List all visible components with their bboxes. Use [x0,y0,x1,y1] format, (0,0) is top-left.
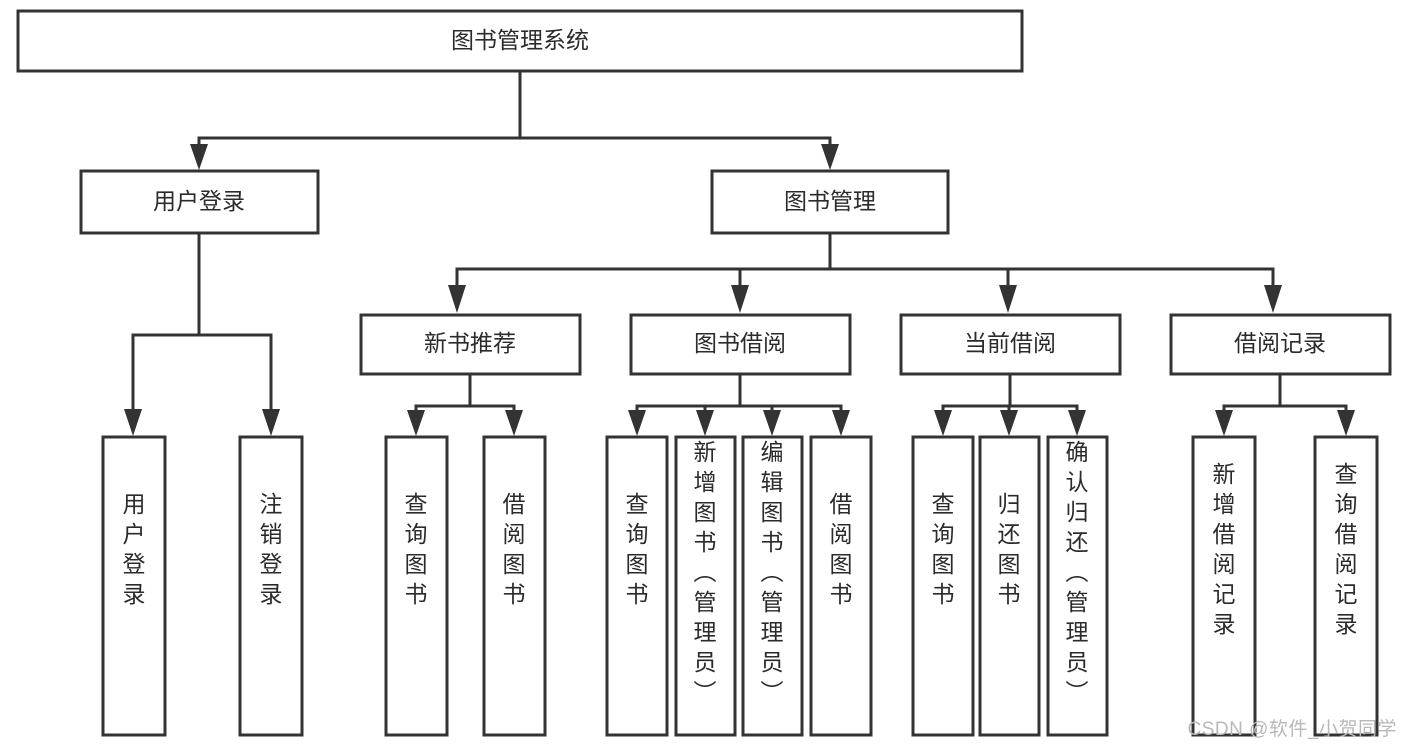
node-leaf-borrow-book-2-label: 借阅图书 [830,491,853,607]
arrow-head-borrow-record [1264,285,1282,313]
node-leaf-user-login-label: 用户登录 [123,491,146,607]
node-current-borrow-box[interactable] [899,313,1122,376]
arrow-head-leaf-confirm-return [1068,410,1086,436]
node-leaf-add-book-label: 新增图书︵管理员︶ [694,439,717,705]
node-leaf-query-book-1-label: 查询图书 [405,491,428,607]
node-leaf-confirm-return-box[interactable] [1046,435,1109,737]
node-root-label: 图书管理系统 [451,27,589,53]
arrow-head-new-book-recommend [448,285,466,313]
node-leaf-query-book-1-box[interactable] [384,435,449,737]
node-current-borrow[interactable]: 当前借阅 [899,313,1122,376]
arrow-head-leaf-logout-login [262,409,280,436]
node-leaf-add-book[interactable]: 新增图书︵管理员︶ [674,435,737,737]
node-book-management-label: 图书管理 [784,188,876,214]
node-leaf-query-book-2-box[interactable] [605,435,669,737]
node-leaf-user-login[interactable]: 用户登录 [101,435,167,737]
arrow-head-book-management [821,144,839,170]
node-leaf-borrow-book-2-box[interactable] [809,435,873,737]
node-new-book-recommend[interactable]: 新书推荐 [359,313,582,376]
arrow-head-leaf-query-book-3 [934,410,952,436]
node-root[interactable]: 图书管理系统 [16,9,1024,73]
node-leaf-borrow-book-1-label: 借阅图书 [503,491,526,607]
node-leaf-edit-book-box[interactable] [741,435,804,737]
arrow-head-user-login [190,144,208,170]
arrow-head-leaf-add-record [1215,410,1233,436]
node-leaf-logout-login[interactable]: 注销登录 [238,435,304,737]
node-book-borrow-label: 图书借阅 [694,330,786,356]
node-borrow-record-box[interactable] [1169,313,1392,376]
arrow-head-leaf-query-record [1337,410,1355,436]
node-leaf-logout-login-box[interactable] [238,435,304,737]
arrow-head-leaf-borrow-book-1 [505,410,523,436]
node-leaf-return-book-label: 归还图书 [998,491,1021,607]
arrow-head-leaf-borrow-book-2 [832,410,850,436]
node-leaf-query-book-3-box[interactable] [911,435,975,737]
node-leaf-edit-book[interactable]: 编辑图书︵管理员︶ [741,435,804,737]
node-leaf-return-book[interactable]: 归还图书 [978,435,1041,737]
node-root-box[interactable] [16,9,1024,73]
arrow-head-book-borrow [731,285,749,313]
node-user-login[interactable]: 用户登录 [79,169,320,235]
arrow-head-leaf-edit-book [763,410,781,436]
node-current-borrow-label: 当前借阅 [964,330,1056,356]
node-book-management[interactable]: 图书管理 [710,169,950,235]
node-layer: 图书管理系统 用户登录 图书管理 新书推荐 图书借阅 [16,9,1392,737]
node-leaf-edit-book-label: 编辑图书︵管理员︶ [761,439,784,705]
arrow-head-current-borrow [999,285,1017,313]
node-leaf-confirm-return-label: 确认归还︵管理员︶ [1066,439,1089,705]
node-leaf-query-book-2[interactable]: 查询图书 [605,435,669,737]
node-book-borrow[interactable]: 图书借阅 [629,313,852,376]
arrow-head-leaf-query-book-1 [407,410,425,436]
node-user-login-label: 用户登录 [153,188,245,214]
node-leaf-user-login-box[interactable] [101,435,167,737]
node-leaf-query-book-3-label: 查询图书 [932,491,955,607]
arrow-head-leaf-return-book [1000,410,1018,436]
node-book-borrow-box[interactable] [629,313,852,376]
node-leaf-borrow-book-1[interactable]: 借阅图书 [482,435,547,737]
arrow-head-leaf-user-login [124,409,142,436]
node-leaf-borrow-book-2[interactable]: 借阅图书 [809,435,873,737]
node-leaf-query-book-2-label: 查询图书 [626,491,649,607]
arrow-head-leaf-query-book-2 [628,410,646,436]
node-leaf-add-record-label: 新增借阅记录 [1213,461,1236,637]
node-leaf-query-book-3[interactable]: 查询图书 [911,435,975,737]
node-new-book-recommend-label: 新书推荐 [424,330,516,356]
arrow-head-leaf-add-book [696,410,714,436]
node-leaf-add-record-box[interactable] [1191,435,1257,737]
node-leaf-return-book-box[interactable] [978,435,1041,737]
node-leaf-confirm-return[interactable]: 确认归还︵管理员︶ [1046,435,1109,737]
node-leaf-add-record[interactable]: 新增借阅记录 [1191,435,1257,737]
node-leaf-add-book-box[interactable] [674,435,737,737]
node-leaf-borrow-book-1-box[interactable] [482,435,547,737]
node-leaf-logout-login-label: 注销登录 [260,491,283,607]
node-user-login-box[interactable] [79,169,320,235]
node-leaf-query-record-box[interactable] [1313,435,1379,737]
node-leaf-query-book-1[interactable]: 查询图书 [384,435,449,737]
connector-layer [124,69,1355,436]
node-leaf-query-record-label: 查询借阅记录 [1335,461,1358,637]
node-leaf-query-record[interactable]: 查询借阅记录 [1313,435,1379,737]
node-borrow-record-label: 借阅记录 [1234,330,1326,356]
node-new-book-recommend-box[interactable] [359,313,582,376]
node-borrow-record[interactable]: 借阅记录 [1169,313,1392,376]
node-book-management-box[interactable] [710,169,950,235]
